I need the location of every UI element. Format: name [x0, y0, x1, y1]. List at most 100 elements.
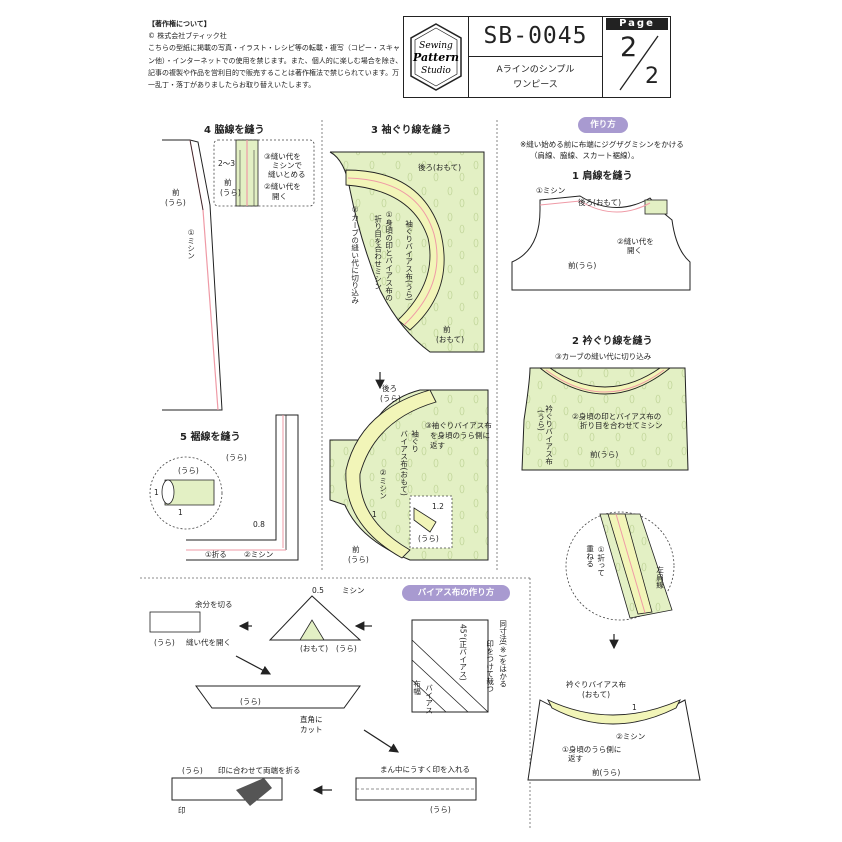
- step3-title: 3 袖ぐり線を縫う: [371, 125, 452, 136]
- bias-label-17: まん中にうすく印を入れる: [380, 765, 470, 774]
- step2-label-2b: 折り目を合わせてミシン: [580, 421, 663, 430]
- bias-label-5: ミシン: [342, 586, 365, 595]
- step3-label-2: ①身頃の印とバイアス布の: [384, 210, 394, 302]
- copyright-notice: 【著作権について】 © 株式会社ブティック社 こちらの型紙に掲載の写真・イラスト…: [148, 18, 403, 91]
- bias-label-6: (おもて): [300, 644, 329, 653]
- bias-label-3: 縫い代を開く: [186, 638, 231, 647]
- sewing-pattern-studio-logo: Sewing Pattern Studio: [410, 23, 462, 91]
- step4-label-3: 前: [224, 178, 232, 187]
- bias-label-9: 布幅: [412, 680, 422, 695]
- step4-label-2c: 縫いとめる: [268, 170, 306, 179]
- step2-label-10: ①身頃のうら側に: [562, 745, 622, 754]
- step3-label-10: 1: [372, 510, 377, 519]
- step4-label-2b: ミシンで: [272, 161, 302, 170]
- step3-label-13: 前: [352, 545, 360, 554]
- step1-figure: [511, 195, 691, 291]
- step3-label-5b: (おもて): [436, 335, 465, 344]
- step3-label-3: 袖ぐりバイアス布(うら): [404, 220, 414, 301]
- logo-cell: Sewing Pattern Studio: [403, 16, 469, 98]
- step2-label-9: ②ミシン: [616, 732, 646, 741]
- step2-label-11: 前(うら): [592, 768, 621, 777]
- step5-label-1: (うら): [226, 453, 247, 462]
- page-slash: [619, 35, 659, 91]
- step3-label-1: 後ろ(おもて): [418, 163, 462, 172]
- bias-label-8: 45°(正バイアス): [458, 624, 468, 681]
- copyright-body: こちらの型紙に掲載の写真・イラスト・レシピ等の転載・複写（コピー・スキャン他）・…: [148, 44, 403, 90]
- step2-label-6: 左肩線: [655, 566, 665, 589]
- page-number: 2: [620, 32, 638, 63]
- step3-label-2b: 折り目を合わせミシン: [373, 215, 383, 290]
- step2-label-7b: (おもて): [582, 690, 611, 699]
- step2-label-8: 1: [632, 703, 637, 712]
- bias-label-2: (うら): [154, 638, 175, 647]
- step1-title: 1 肩線を縫う: [572, 171, 633, 182]
- step3-label-9: ②ミシン: [378, 468, 388, 500]
- step5-label-6: ①折る: [205, 550, 227, 559]
- bias-label-1: 余分を切る: [195, 600, 233, 609]
- bias-label-14: (うら): [182, 766, 203, 775]
- howto-pill: 作り方: [578, 117, 628, 133]
- step2-label-4: 前(うら): [590, 450, 619, 459]
- step5-label-3: 1: [154, 488, 159, 497]
- step4-label-2: ③縫い代を: [264, 152, 301, 161]
- step1-label-3: ②縫い代を: [617, 237, 654, 246]
- pattern-name-line1: Aラインのシンプル: [496, 65, 575, 75]
- step4-label-1: 2～3: [218, 159, 236, 168]
- step2-label-7: 衿ぐりバイアス布: [566, 680, 626, 689]
- bias-label-16: 印: [178, 806, 186, 815]
- step3-label-11: 1.2: [432, 502, 444, 511]
- bias-label-7: (うら): [336, 644, 357, 653]
- step2-label-3: 衿ぐりバイアス布: [544, 405, 554, 465]
- logo-word-3: Studio: [421, 66, 451, 76]
- bias-label-15: 印に合わせて両端を折る: [218, 766, 301, 775]
- bias-label-10: バイアス: [424, 684, 434, 714]
- step4-label-5b: (うら): [165, 198, 186, 207]
- step2-label-5b: 重ねる: [585, 545, 595, 568]
- step1-label-3b: 開く: [627, 246, 642, 255]
- step3-label-12: (うら): [418, 534, 439, 543]
- step3-label-8: 袖ぐり: [410, 430, 420, 453]
- step2-label-2: ②身頃の印とバイアス布の: [572, 412, 662, 421]
- step2-title: 2 衿ぐり線を縫う: [572, 336, 653, 347]
- bias-label-18: (うら): [430, 805, 451, 814]
- logo-word-2: Pattern: [412, 51, 459, 64]
- step4-title: 4 脇線を縫う: [204, 125, 265, 136]
- bias-label-11: 同寸法(※)をはかる: [498, 620, 508, 688]
- bias-label-4: 0.5: [312, 586, 324, 595]
- step5-label-7: ②ミシン: [244, 550, 274, 559]
- step4-label-3b: (うら): [220, 188, 241, 197]
- step4-figure: [162, 139, 315, 411]
- bias-label-11b: 印をつけて裁つ: [485, 640, 495, 693]
- copyright-company: © 株式会社ブティック社: [148, 32, 227, 41]
- step3-label-7b: を身頃のうら側に: [430, 431, 490, 440]
- howto-note-1: ※縫い始める前に布端にジグザグミシンをかける: [520, 140, 684, 149]
- step5-label-5: 0.8: [253, 520, 265, 529]
- step2-label-1: ③カーブの縫い代に切り込み: [555, 352, 652, 361]
- step3-label-6b: (うら): [380, 394, 401, 403]
- copyright-title: 【著作権について】: [148, 20, 211, 28]
- step3-label-6: 後ろ: [382, 384, 397, 393]
- step2-label-3b: (うら): [536, 410, 546, 431]
- step2-label-10b: 返す: [568, 754, 583, 763]
- bias-label-13: 直角に: [300, 715, 323, 724]
- step1-label-4: 前(うら): [568, 261, 597, 270]
- step2-figure: [521, 367, 701, 781]
- logo-word-1: Sewing: [419, 41, 453, 51]
- step4-label-6: ①ミシン: [186, 228, 196, 260]
- pattern-name: Aラインのシンプル ワンピース: [469, 57, 603, 98]
- step5-figure: [149, 414, 299, 561]
- bias-figure: [149, 595, 489, 806]
- page-label: Page: [606, 18, 668, 30]
- step2-label-5: ①折って: [596, 545, 606, 577]
- step3-label-7c: 返す: [430, 441, 445, 450]
- step4-label-4b: 開く: [272, 192, 287, 201]
- step3-label-5: 前: [443, 325, 451, 334]
- bias-label-12: (うら): [240, 697, 261, 706]
- bias-pill: バイアス布の作り方: [402, 585, 510, 601]
- pattern-code: SB-0045: [469, 16, 603, 57]
- step5-label-4: 1: [178, 508, 183, 517]
- step3-label-13b: (うら): [348, 555, 369, 564]
- step1-label-1: ①ミシン: [536, 186, 566, 195]
- step3-label-4: ②カーブの縫い代に切り込み: [350, 205, 360, 304]
